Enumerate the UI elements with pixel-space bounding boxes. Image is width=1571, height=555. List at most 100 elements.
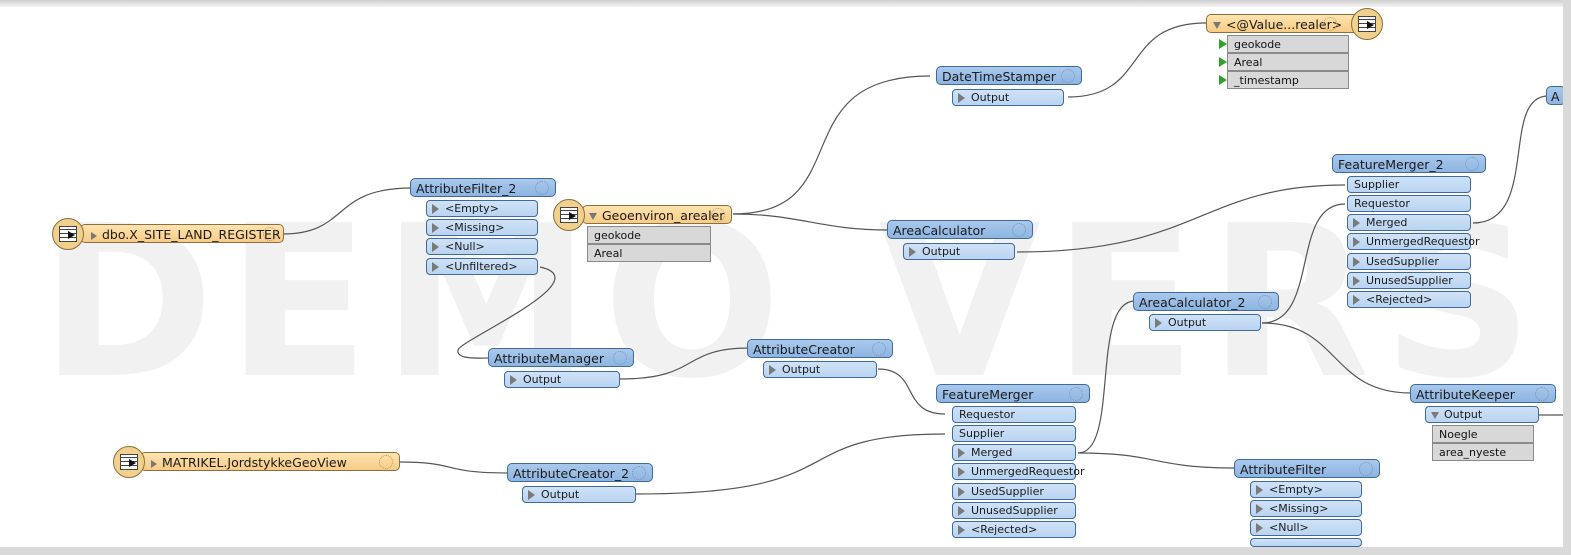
- gear-icon[interactable]: [711, 208, 725, 222]
- collapse-caret-icon[interactable]: [1213, 22, 1221, 29]
- gear-icon[interactable]: [1323, 17, 1337, 31]
- gear-icon[interactable]: [1069, 387, 1083, 401]
- gear-icon[interactable]: [1359, 462, 1373, 476]
- attributefilter-title: AttributeFilter: [1240, 462, 1327, 477]
- port-arrow-icon: [1256, 485, 1263, 495]
- gear-icon[interactable]: [535, 181, 549, 195]
- attributemanager-header[interactable]: AttributeManager: [488, 348, 634, 367]
- port-null[interactable]: <Null>: [1250, 519, 1362, 536]
- port-unmergedrequestor[interactable]: UnmergedRequestor: [952, 463, 1085, 480]
- port-label: Output: [1168, 316, 1207, 329]
- reader-site-header[interactable]: dbo.X_SITE_LAND_REGISTER: [80, 224, 284, 243]
- port-usedsupplier[interactable]: UsedSupplier: [1347, 253, 1471, 270]
- port-output[interactable]: Output: [903, 243, 1015, 260]
- reader-matrikel-header[interactable]: MATRIKEL.JordstykkeGeoView: [140, 452, 400, 471]
- port-arrow-icon: [432, 204, 439, 214]
- expand-caret-icon[interactable]: [151, 459, 157, 468]
- port-output[interactable]: Output: [504, 371, 620, 388]
- port-output[interactable]: Output: [1425, 406, 1539, 423]
- transformer-partial-offscreen[interactable]: A: [1546, 86, 1566, 105]
- featuremerger-header[interactable]: FeatureMerger: [936, 384, 1090, 403]
- input-requestor[interactable]: Requestor: [952, 406, 1076, 423]
- gear-icon[interactable]: [872, 342, 886, 356]
- port-usedsupplier[interactable]: UsedSupplier: [952, 483, 1076, 500]
- port-label: UnmergedRequestor: [971, 465, 1085, 478]
- port-unmergedrequestor[interactable]: UnmergedRequestor: [1347, 233, 1480, 250]
- attributefilter-header[interactable]: AttributeFilter: [1234, 459, 1380, 478]
- attribute-geokode: geokode: [1219, 35, 1349, 53]
- connection-datetime-to-writer: [1067, 22, 1207, 98]
- port-label: <Unfiltered>: [445, 260, 518, 273]
- gear-icon[interactable]: [1535, 387, 1549, 401]
- port-unfiltered[interactable]: [1250, 538, 1362, 547]
- areacalculator-title: AreaCalculator: [893, 223, 986, 238]
- partial-title: A: [1551, 89, 1560, 104]
- port-unfiltered[interactable]: <Unfiltered>: [426, 258, 538, 275]
- gear-icon[interactable]: [632, 466, 646, 480]
- port-missing[interactable]: <Missing>: [1250, 500, 1362, 517]
- port-merged[interactable]: Merged: [1347, 214, 1471, 231]
- attribute-label: Areal: [1234, 56, 1263, 69]
- port-arrow-icon: [432, 242, 439, 252]
- connection-fm2-merged-to-next: [1472, 95, 1549, 224]
- gear-icon[interactable]: [379, 455, 393, 469]
- port-rejected[interactable]: <Rejected>: [952, 521, 1076, 538]
- gear-icon[interactable]: [1465, 157, 1479, 171]
- collapse-caret-icon[interactable]: [589, 213, 597, 220]
- attributecreator-title: AttributeCreator: [753, 342, 855, 357]
- port-label: UsedSupplier: [1366, 255, 1439, 268]
- attributekeeper-header[interactable]: AttributeKeeper: [1410, 384, 1556, 403]
- areacalculator-2-header[interactable]: AreaCalculator_2: [1133, 292, 1279, 311]
- input-supplier[interactable]: Supplier: [952, 425, 1076, 442]
- port-output[interactable]: Output: [522, 486, 636, 503]
- port-label: Output: [1444, 408, 1483, 421]
- areacalculator-2-title: AreaCalculator_2: [1139, 295, 1246, 310]
- attributecreator-2-header[interactable]: AttributeCreator_2: [507, 463, 653, 482]
- gear-icon[interactable]: [1061, 69, 1075, 83]
- port-arrow-icon: [1353, 257, 1360, 267]
- connection-matrikel-to-creator2: [397, 461, 509, 474]
- port-merged[interactable]: Merged: [952, 444, 1076, 461]
- gear-icon[interactable]: [613, 351, 627, 365]
- connection-fm-merged-to-filter: [1077, 452, 1238, 469]
- port-arrow-icon: [432, 223, 439, 233]
- attributefilter-2-header[interactable]: AttributeFilter_2: [410, 178, 556, 197]
- port-empty[interactable]: <Empty>: [1250, 481, 1362, 498]
- port-unusedsupplier[interactable]: UnusedSupplier: [952, 502, 1076, 519]
- attributecreator-header[interactable]: AttributeCreator: [747, 339, 893, 358]
- table-reader-icon: [52, 218, 84, 250]
- table-writer-icon: [553, 199, 585, 231]
- input-requestor[interactable]: Requestor: [1347, 195, 1471, 212]
- connection-geoenviron-to-area: [732, 213, 889, 231]
- connection-filter2-unfiltered-to-manager: [457, 266, 556, 359]
- connection-creator2-to-fm: [635, 433, 946, 495]
- areacalculator-header[interactable]: AreaCalculator: [887, 220, 1033, 239]
- input-supplier[interactable]: Supplier: [1347, 176, 1471, 193]
- geoenviron-header[interactable]: Geoenviron_arealer: [582, 205, 732, 224]
- featuremerger-title: FeatureMerger: [942, 387, 1034, 402]
- datetimestamper-header[interactable]: DateTimeStamper: [936, 66, 1082, 85]
- port-null[interactable]: <Null>: [426, 238, 538, 255]
- gear-icon[interactable]: [1258, 295, 1272, 309]
- gear-icon[interactable]: [263, 227, 277, 241]
- port-output[interactable]: Output: [952, 89, 1064, 106]
- port-output[interactable]: Output: [763, 361, 877, 378]
- port-rejected[interactable]: <Rejected>: [1347, 291, 1471, 308]
- port-output[interactable]: Output: [1149, 314, 1261, 331]
- attribute-label: geokode: [1234, 38, 1281, 51]
- port-missing[interactable]: <Missing>: [426, 219, 538, 236]
- gear-icon[interactable]: [1012, 223, 1026, 237]
- port-unusedsupplier[interactable]: UnusedSupplier: [1347, 272, 1471, 289]
- value-writer-title: <@Value...realer>: [1226, 17, 1343, 32]
- expand-caret-icon[interactable]: [91, 231, 97, 240]
- green-port-icon: [1219, 39, 1227, 49]
- reader-site-title: dbo.X_SITE_LAND_REGISTER: [102, 227, 281, 242]
- connection-area2-to-keeper: [1261, 322, 1412, 394]
- datetimestamper-title: DateTimeStamper: [942, 69, 1056, 84]
- port-empty[interactable]: <Empty>: [426, 200, 538, 217]
- featuremerger-2-header[interactable]: FeatureMerger_2: [1332, 154, 1486, 173]
- collapse-arrow-icon[interactable]: [1431, 412, 1439, 419]
- value-writer-header[interactable]: <@Value...realer>: [1206, 14, 1358, 33]
